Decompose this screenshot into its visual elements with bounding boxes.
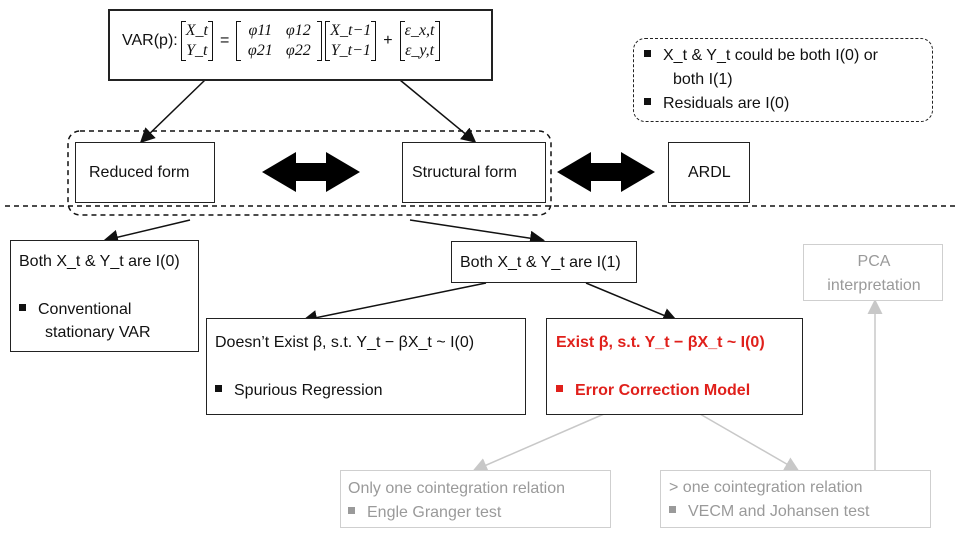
arrow-i1-to-exist [585, 282, 678, 323]
multi-coint-line1: > one cointegration relation [669, 479, 863, 496]
arrow-exist-to-one [472, 413, 605, 473]
reduced-form-box: Reduced form [75, 142, 215, 203]
ardl-label: ARDL [688, 164, 731, 181]
note-line3: Residuals are I(0) [663, 95, 790, 112]
both-i1-box: Both X_t & Y_t are I(1) [451, 241, 637, 283]
arrow-var-to-reduced [139, 79, 206, 144]
arrow-i1-to-notexist [302, 282, 487, 325]
exist-bullet: Error Correction Model [575, 382, 751, 399]
both-i0-title: Both X_t & Y_t are I(0) [19, 253, 180, 270]
double-arrow-right [557, 152, 655, 192]
not-exist-box: Doesn’t Exist β, s.t. Y_t − βX_t ~ I(0) … [206, 318, 526, 415]
not-exist-bullet: Spurious Regression [234, 382, 383, 399]
one-coint-bullet: Engle Granger test [367, 504, 502, 521]
both-i0-bullet1: Conventional [38, 301, 132, 318]
one-coint-line1: Only one cointegration relation [348, 480, 566, 497]
multi-coint-bullet: VECM and Johansen test [688, 503, 870, 520]
double-arrow-left [262, 152, 360, 192]
var-prefix: VAR(p): [122, 32, 178, 49]
arrow-group-to-i1 [409, 219, 545, 246]
structural-form-label: Structural form [412, 164, 517, 181]
pca-line2: interpretation [827, 277, 921, 294]
exist-box: Exist β, s.t. Y_t − βX_t ~ I(0) Error Co… [546, 318, 803, 415]
both-i0-box: Both X_t & Y_t are I(0) Conventional sta… [10, 240, 199, 352]
arrow-group-to-i0 [103, 219, 191, 245]
multi-coint-box: > one cointegration relation VECM and Jo… [660, 470, 931, 528]
pca-box: PCA interpretation [803, 244, 943, 301]
arrow-var-to-structural [399, 79, 477, 143]
arrow-exist-to-multi [699, 413, 800, 472]
both-i0-bullet2: stationary VAR [45, 324, 151, 341]
both-i1-title: Both X_t & Y_t are I(1) [460, 254, 621, 271]
group-dashed-outline [67, 130, 552, 216]
not-exist-title: Doesn’t Exist β, s.t. Y_t − βX_t ~ I(0) [215, 334, 475, 351]
one-coint-box: Only one cointegration relation Engle Gr… [340, 470, 611, 528]
note-line1: X_t & Y_t could be both I(0) or [663, 47, 878, 64]
reduced-form-label: Reduced form [89, 164, 190, 181]
assumptions-note-box: X_t & Y_t could be both I(0) or both I(1… [633, 38, 933, 122]
ardl-box: ARDL [668, 142, 750, 203]
note-line2: both I(1) [673, 71, 733, 88]
pca-line1: PCA [857, 253, 891, 270]
structural-form-box: Structural form [402, 142, 546, 203]
exist-title: Exist β, s.t. Y_t − βX_t ~ I(0) [556, 334, 765, 351]
